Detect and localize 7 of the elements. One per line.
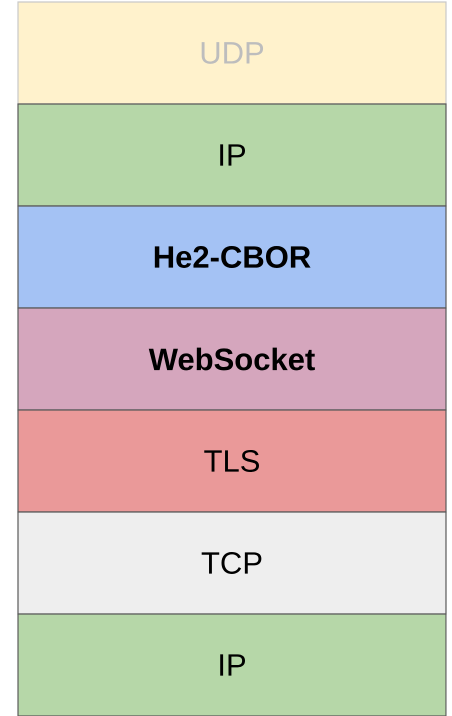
layer-box: He2-CBOR: [17, 205, 447, 309]
layer-box: IP: [17, 613, 447, 716]
layer-box: TCP: [17, 511, 447, 615]
layer-box: WebSocket: [17, 307, 447, 411]
layer-box: IP: [17, 103, 447, 207]
layer-box: TLS: [17, 409, 447, 513]
layer-box: UDP: [17, 1, 447, 105]
